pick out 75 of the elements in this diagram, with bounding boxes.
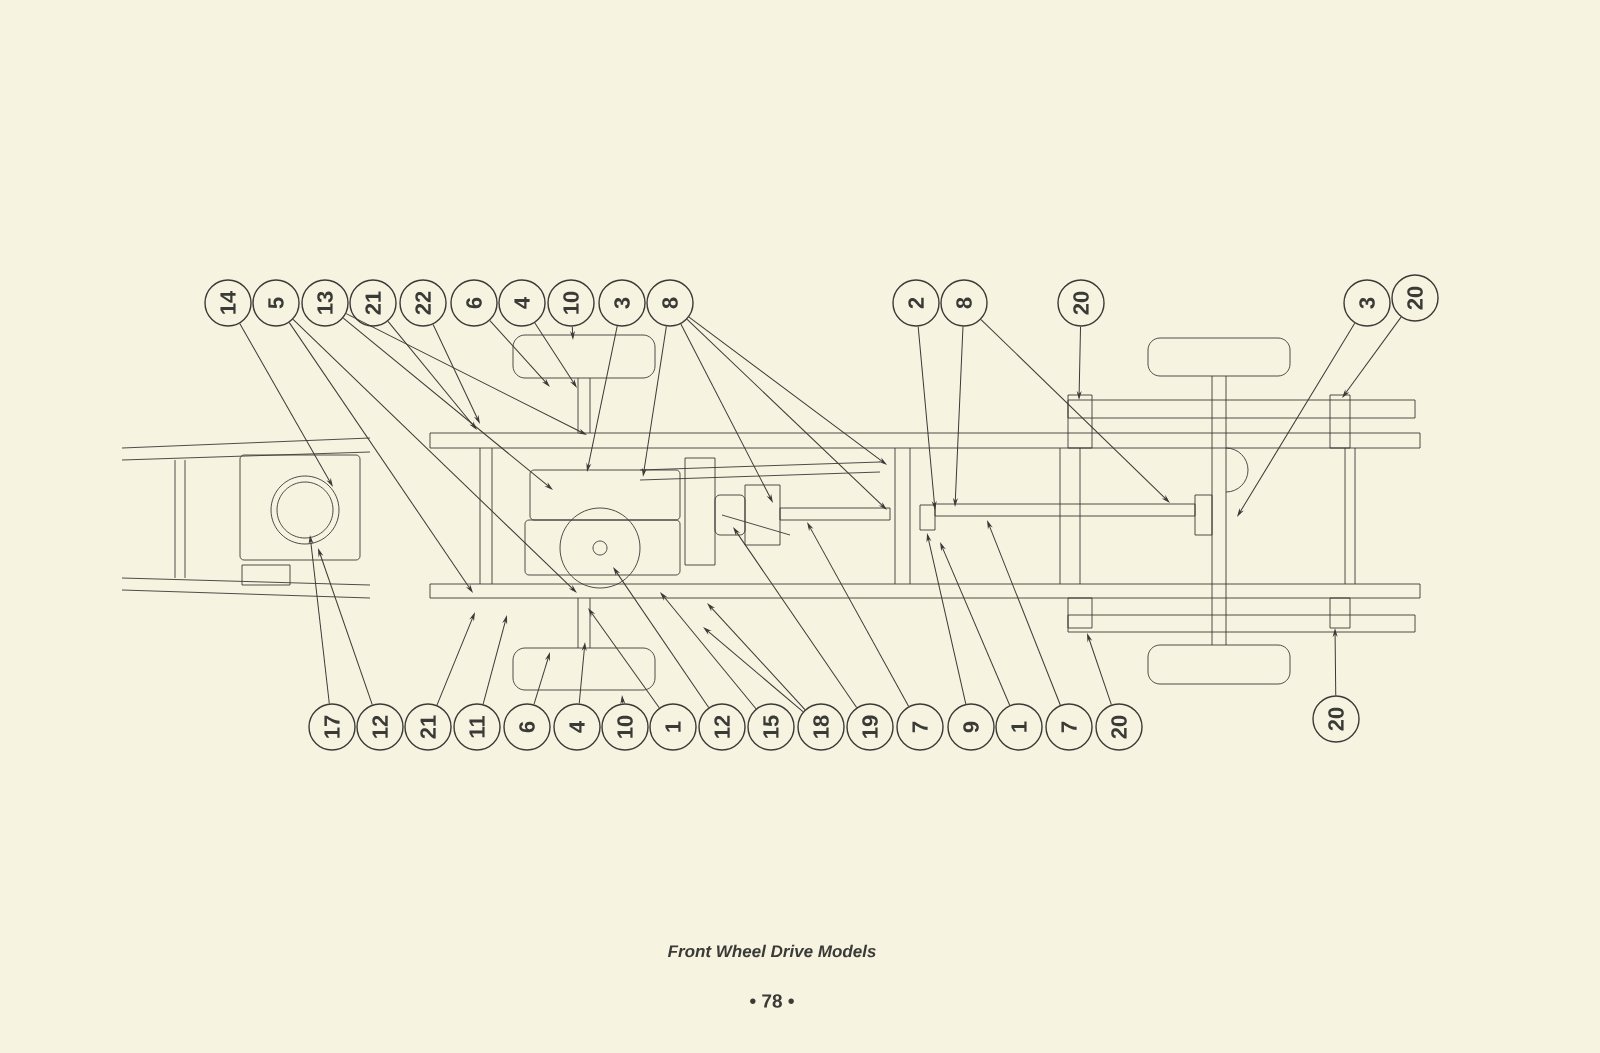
leader-line	[917, 326, 937, 509]
leader-line	[703, 627, 804, 713]
leader-line	[1342, 316, 1402, 397]
callout-number: 4	[498, 279, 546, 327]
leader-line	[489, 320, 550, 387]
callout-number: 20	[1095, 703, 1143, 751]
callout-number: 11	[453, 703, 501, 751]
leader-line	[533, 653, 550, 705]
callout-number: 8	[646, 279, 694, 327]
leader-line	[940, 543, 1011, 706]
leader-line	[642, 325, 667, 476]
page-number: • 78 •	[750, 994, 794, 1008]
leader-line	[660, 592, 757, 710]
callout-number: 8	[940, 279, 988, 327]
leader-line	[987, 521, 1061, 706]
callout-number: 19	[846, 703, 894, 751]
leader-line	[345, 313, 586, 435]
callout-number: 1	[995, 703, 1043, 751]
callout-number: 14	[204, 279, 252, 327]
callout-number: 12	[698, 703, 746, 751]
callout-number: 1	[649, 703, 697, 751]
callout-number: 9	[947, 703, 995, 751]
leader-line	[686, 318, 887, 510]
callout-number: 20	[1312, 695, 1360, 743]
callout-number: 22	[399, 279, 447, 327]
leader-line	[1333, 629, 1338, 696]
caption: Front Wheel Drive Models	[667, 944, 876, 958]
callout-number: 10	[601, 703, 649, 751]
leader-line	[588, 609, 660, 709]
leader-line	[436, 613, 475, 706]
leader-line	[1087, 634, 1112, 706]
leader-line	[807, 523, 910, 707]
leader-line	[980, 319, 1170, 503]
leader-line	[688, 316, 886, 465]
leader-line	[733, 528, 858, 708]
callout-number: 3	[1343, 279, 1391, 327]
callout-number: 20	[1391, 274, 1439, 322]
callout-number: 15	[747, 703, 795, 751]
leader-line	[342, 317, 553, 490]
leader-line	[432, 323, 480, 423]
callout-number: 10	[547, 279, 595, 327]
leader-line	[578, 643, 587, 704]
leader-line	[534, 322, 577, 387]
leader-line	[620, 696, 625, 704]
callout-number: 13	[301, 279, 349, 327]
leader-line	[292, 318, 577, 593]
leader-line	[387, 320, 477, 430]
leader-line	[707, 603, 806, 711]
leader-line	[586, 325, 618, 471]
leader-line	[680, 323, 773, 502]
leader-line	[318, 549, 373, 706]
leader-line	[1237, 322, 1356, 516]
callout-number: 20	[1057, 279, 1105, 327]
callout-number: 2	[892, 279, 940, 327]
leader-line	[239, 323, 333, 486]
callout-number: 6	[503, 703, 551, 751]
callout-number: 21	[349, 279, 397, 327]
leader-line	[953, 326, 964, 506]
callout-number: 7	[1045, 703, 1093, 751]
callout-number: 6	[450, 279, 498, 327]
leader-line	[926, 534, 967, 705]
callout-number: 17	[308, 703, 356, 751]
callout-number: 7	[896, 703, 944, 751]
callout-number: 18	[797, 703, 845, 751]
leader-line	[288, 322, 473, 592]
callout-number: 3	[598, 279, 646, 327]
callout-number: 12	[356, 703, 404, 751]
callout-number: 5	[252, 279, 300, 327]
leader-line	[570, 326, 575, 339]
leader-line	[613, 568, 710, 708]
leader-line	[482, 616, 508, 705]
leader-line	[308, 536, 330, 704]
callout-number: 4	[553, 703, 601, 751]
leader-line	[1077, 326, 1082, 399]
callout-number: 21	[404, 703, 452, 751]
